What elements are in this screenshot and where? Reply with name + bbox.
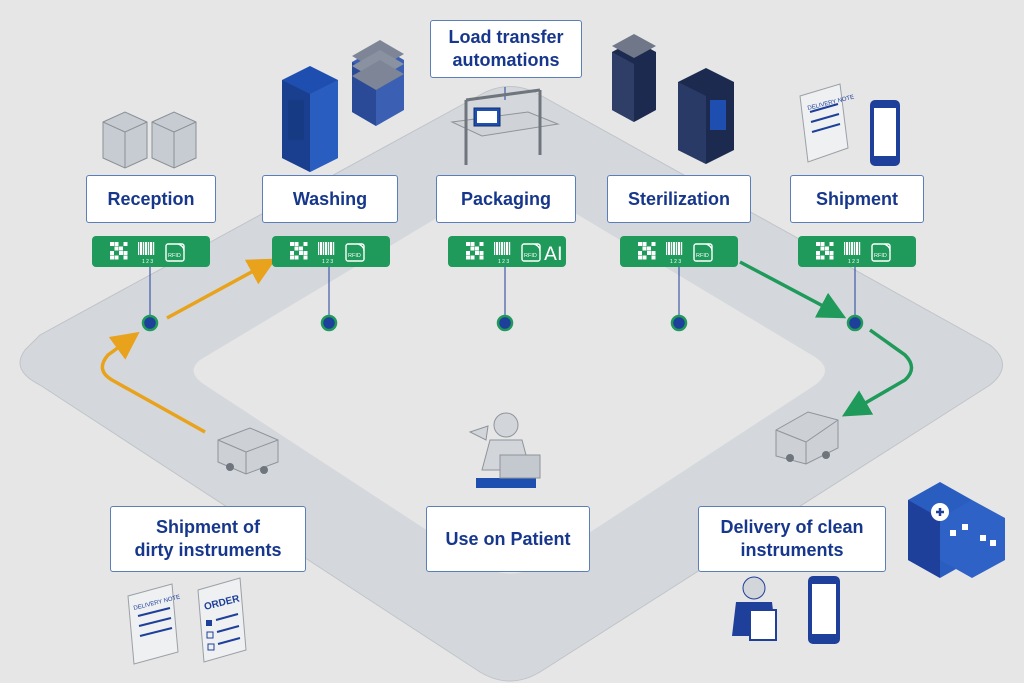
- load-transfer-table-icon: [450, 88, 560, 165]
- qr-code-icon: [110, 242, 128, 260]
- station-shipment: Shipment: [790, 175, 924, 223]
- station-dots: [141, 314, 864, 332]
- dirty-flow-arrows: [100, 258, 277, 434]
- tracking-chip-sterilization: 1 2 3 RFID: [620, 236, 738, 267]
- tracking-chip-packaging: 1 2 3 RFID AI: [448, 236, 566, 267]
- sterilizer-machine-icon: [612, 34, 734, 164]
- station-connectors: [149, 87, 856, 322]
- tracking-chip-reception: 1 2 3 RFID: [92, 236, 210, 267]
- qr-code-icon: [816, 242, 834, 260]
- rfid-tag-icon: [521, 243, 541, 262]
- rfid-tag-icon: [871, 243, 891, 262]
- track-inner: [193, 184, 826, 574]
- qr-code-icon: [466, 242, 484, 260]
- tracking-chip-shipment: 1 2 3 RFID: [798, 236, 916, 267]
- use-on-patient-label: Use on Patient: [426, 506, 590, 572]
- qr-code-icon: [638, 242, 656, 260]
- hospital-icon: [908, 482, 1005, 578]
- barcode-icon: [844, 242, 861, 255]
- rfid-label: RFID: [696, 253, 709, 259]
- barcode-icon: [666, 242, 683, 255]
- delivery-note-document-icon: [127, 583, 179, 665]
- station-label: Sterilization: [627, 188, 730, 209]
- rfid-tag-icon: [693, 243, 713, 262]
- load-transfer-label: Load transfer automations: [430, 20, 582, 78]
- station-label: Reception: [107, 188, 195, 209]
- ai-label: AI: [544, 243, 563, 265]
- station-label: Packaging: [460, 188, 552, 209]
- rfid-label: RFID: [524, 253, 537, 259]
- barcode-digits: 1 2 3: [670, 259, 681, 265]
- station-label: Shipment: [815, 188, 898, 209]
- rfid-tag-icon: [165, 243, 185, 262]
- barcode-icon: [494, 242, 511, 255]
- rfid-label: RFID: [168, 253, 181, 259]
- barcode-icon: [138, 242, 155, 255]
- rfid-label: RFID: [874, 253, 887, 259]
- order-document-icon: [197, 577, 247, 663]
- station-sterilization: Sterilization: [607, 175, 751, 223]
- station-packaging: Packaging: [436, 175, 576, 223]
- rfid-label: RFID: [348, 253, 361, 259]
- qr-code-icon: [290, 242, 308, 260]
- doctor-clipboard-icon: [732, 576, 777, 641]
- clean-truck-icon: [775, 411, 839, 465]
- barcode-digits: 1 2 3: [498, 259, 509, 265]
- smartphone-bottom-icon: [808, 576, 840, 644]
- smartphone-icon: [870, 100, 900, 166]
- barcode-icon: [318, 242, 335, 255]
- station-reception: Reception: [86, 175, 216, 223]
- dirty-instruments-label: Shipment of dirty instruments: [110, 506, 306, 572]
- rfid-tag-icon: [345, 243, 365, 262]
- surgeon-icon: [468, 412, 541, 488]
- clean-flow-arrows: [739, 260, 914, 417]
- clean-instruments-label: Delivery of clean instruments: [698, 506, 886, 572]
- station-washing: Washing: [262, 175, 398, 223]
- barcode-digits: 1 2 3: [322, 259, 333, 265]
- dirty-truck-icon: [217, 427, 279, 475]
- washer-machine-icon: [282, 40, 404, 172]
- barcode-digits: 1 2 3: [848, 259, 859, 265]
- delivery-note-icon: [799, 83, 849, 163]
- barcode-digits: 1 2 3: [142, 259, 153, 265]
- tracking-chip-washing: 1 2 3 RFID: [272, 236, 390, 267]
- reception-cabinets-icon: [102, 111, 197, 169]
- station-label: Washing: [292, 188, 368, 209]
